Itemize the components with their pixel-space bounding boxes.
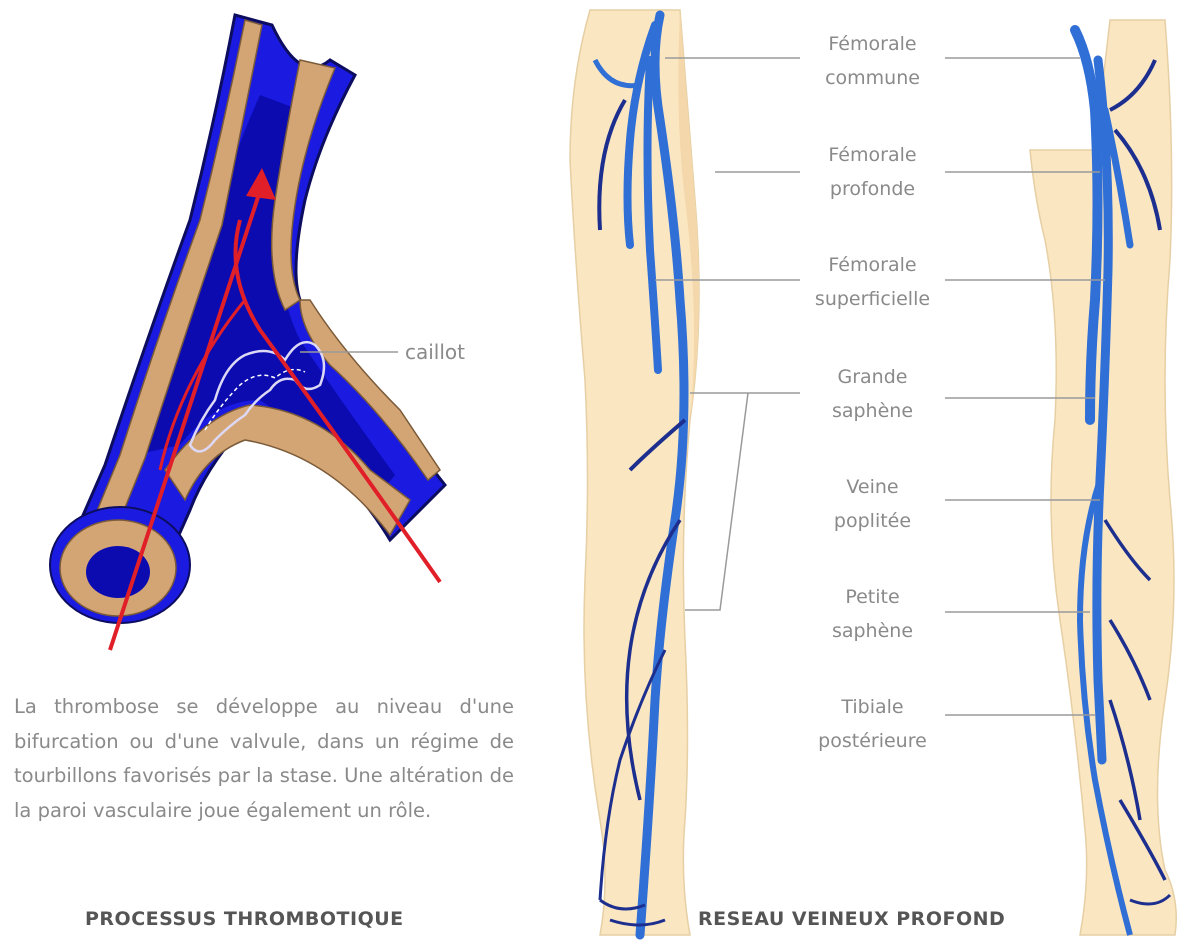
label-line: Grande bbox=[800, 360, 945, 394]
label-femorale-superficielle: Fémorale superficielle bbox=[800, 248, 945, 316]
label-line: Tibiale bbox=[800, 690, 945, 724]
label-line: Fémorale bbox=[800, 138, 945, 172]
label-veine-poplitee: Veine poplitée bbox=[800, 470, 945, 538]
label-line: Veine bbox=[800, 470, 945, 504]
vessel-illustration bbox=[50, 15, 445, 650]
label-line: saphène bbox=[800, 394, 945, 428]
label-grande-saphene: Grande saphène bbox=[800, 360, 945, 428]
label-line: superficielle bbox=[800, 282, 945, 316]
label-line: Petite bbox=[800, 580, 945, 614]
label-femorale-commune: Fémorale commune bbox=[800, 27, 945, 95]
label-tibiale-posterieure: Tibiale postérieure bbox=[800, 690, 945, 758]
label-petite-saphene: Petite saphène bbox=[800, 580, 945, 648]
label-line: Fémorale bbox=[800, 248, 945, 282]
left-leg bbox=[570, 10, 748, 935]
caption-thrombotic-process: PROCESSUS THROMBOTIQUE bbox=[85, 908, 404, 930]
left-leader-bracket bbox=[685, 393, 748, 610]
label-line: commune bbox=[800, 61, 945, 95]
caption-deep-venous-network: RESEAU VEINEUX PROFOND bbox=[698, 908, 1005, 930]
label-line: saphène bbox=[800, 614, 945, 648]
clot-label: caillot bbox=[405, 340, 465, 364]
label-line: postérieure bbox=[800, 724, 945, 758]
label-line: Fémorale bbox=[800, 27, 945, 61]
thrombosis-description: La thrombose se développe au niveau d'un… bbox=[14, 690, 514, 828]
label-line: poplitée bbox=[800, 504, 945, 538]
right-leg bbox=[1030, 20, 1176, 935]
label-line: profonde bbox=[800, 172, 945, 206]
label-femorale-profonde: Fémorale profonde bbox=[800, 138, 945, 206]
